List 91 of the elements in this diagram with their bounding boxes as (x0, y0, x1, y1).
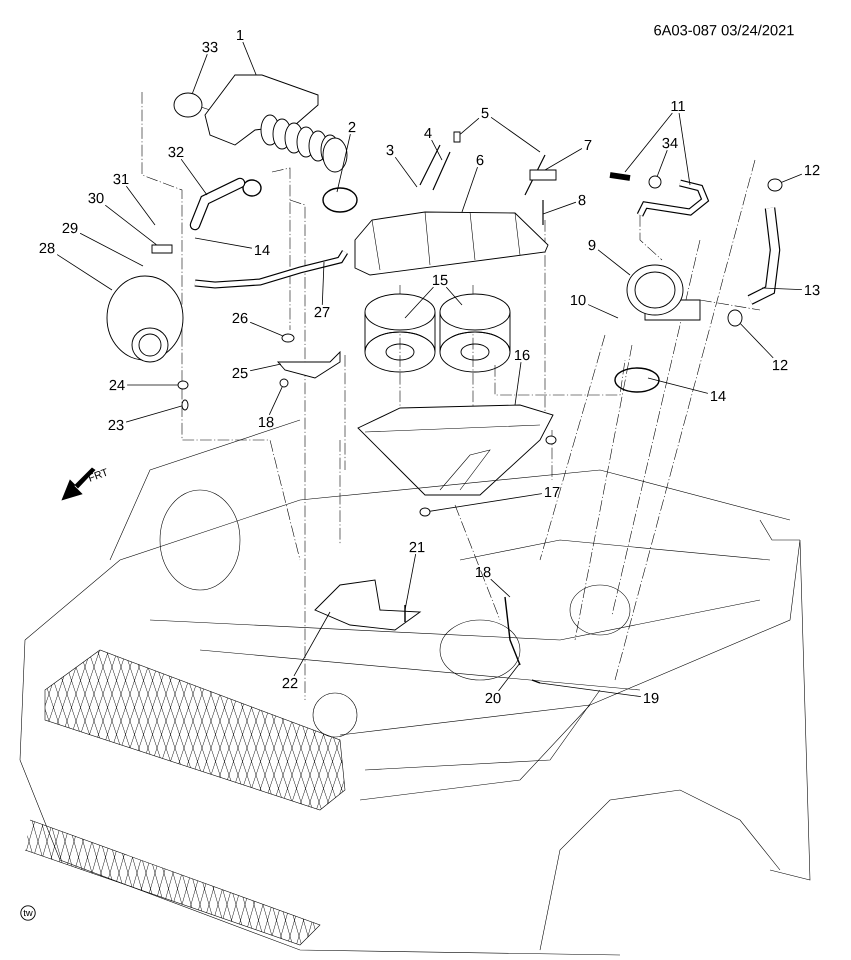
callout-number: 4 (424, 128, 432, 138)
leader-line (648, 378, 708, 394)
grommet-part (768, 178, 782, 192)
leader-line (294, 612, 330, 676)
callout-number: 8 (578, 194, 586, 206)
leader-line (540, 682, 642, 698)
leader-line (336, 134, 351, 192)
grommet-part (728, 310, 742, 326)
grommet-part (182, 400, 188, 410)
bracket-part (152, 244, 172, 254)
grommet-part (420, 508, 430, 516)
callout-number: 9 (588, 240, 596, 250)
callout-number: 14 (254, 244, 270, 256)
leader-line (126, 406, 182, 422)
callout-number: 34 (662, 138, 678, 148)
callout-number: 20 (486, 692, 501, 704)
callout-number: 17 (544, 486, 560, 498)
callout-number: 6 (476, 154, 484, 166)
callout-number: 18 (476, 566, 491, 578)
leader-line (446, 286, 462, 306)
callout-number: 14 (710, 390, 726, 402)
callout-number: 12 (772, 360, 788, 370)
grommet-part (282, 334, 294, 342)
leader-line (242, 42, 257, 76)
leader-line (80, 232, 144, 266)
leader-line (544, 148, 582, 170)
callout-number: 27 (314, 306, 330, 318)
leader-line (192, 54, 208, 94)
callout-number: 22 (282, 678, 298, 688)
leader-line (462, 166, 478, 212)
callout-number: 30 (88, 192, 104, 204)
callout-number: 19 (644, 692, 658, 704)
callout-number: 21 (410, 542, 424, 552)
leader-line (678, 112, 690, 186)
leader-line (598, 249, 630, 276)
callout-number: 10 (570, 294, 586, 306)
leader-line (656, 150, 668, 176)
callout-number: 7 (584, 140, 592, 150)
callout-number: 3 (386, 144, 394, 156)
leader-line (490, 578, 510, 598)
leader-line (180, 158, 208, 196)
callout-number: 24 (110, 380, 125, 390)
leader-line (588, 304, 618, 318)
leader-line (498, 662, 520, 692)
callout-number: 18 (258, 416, 274, 428)
grommet-part (280, 378, 288, 388)
callout-number: 23 (108, 420, 124, 430)
leader-line (740, 323, 774, 358)
leader-line (56, 254, 112, 290)
leader-line (781, 174, 802, 183)
callout-number: 26 (232, 312, 248, 324)
callout-number: 12 (804, 164, 820, 176)
grommet-part (178, 380, 188, 390)
leader-line (430, 493, 542, 512)
leader-line (490, 116, 540, 152)
leader-line (194, 238, 252, 249)
bracket-part (454, 132, 460, 142)
leader-line (542, 202, 576, 214)
callout-number: 2 (348, 122, 356, 132)
leader-line (460, 118, 480, 134)
callout-number: 13 (804, 284, 820, 296)
leader-line (762, 288, 802, 290)
callout-number: 11 (672, 100, 685, 112)
leader-line (404, 554, 416, 610)
callout-number: 16 (514, 350, 530, 360)
leader-line (250, 322, 283, 336)
leader-line (404, 286, 434, 318)
callout-number: 31 (113, 174, 128, 184)
leader-line (250, 364, 282, 372)
leader-line (431, 140, 442, 160)
intake-duct-drawing (204, 74, 348, 172)
circled-mark: tw (20, 905, 36, 921)
leader-line (126, 384, 178, 386)
callout-number: 25 (232, 368, 248, 378)
callout-number: 29 (62, 222, 78, 234)
callout-number: 15 (432, 274, 448, 286)
leader-line (624, 112, 673, 172)
leader-line (268, 386, 283, 416)
leader-line (126, 186, 156, 226)
callout-number: 32 (168, 146, 184, 158)
leader-line (104, 204, 157, 245)
callout-number: 28 (40, 242, 54, 254)
leader-line (514, 362, 522, 406)
leader-line (394, 156, 418, 188)
callout-number: 1 (237, 30, 244, 40)
callout-number: 5 (482, 108, 488, 118)
drawing-number: 6A03-087 03/24/2021 (654, 24, 794, 36)
callout-number: 33 (202, 42, 218, 52)
grommet-part (174, 92, 202, 118)
grommet-part (648, 176, 662, 188)
leader-line (322, 262, 324, 306)
